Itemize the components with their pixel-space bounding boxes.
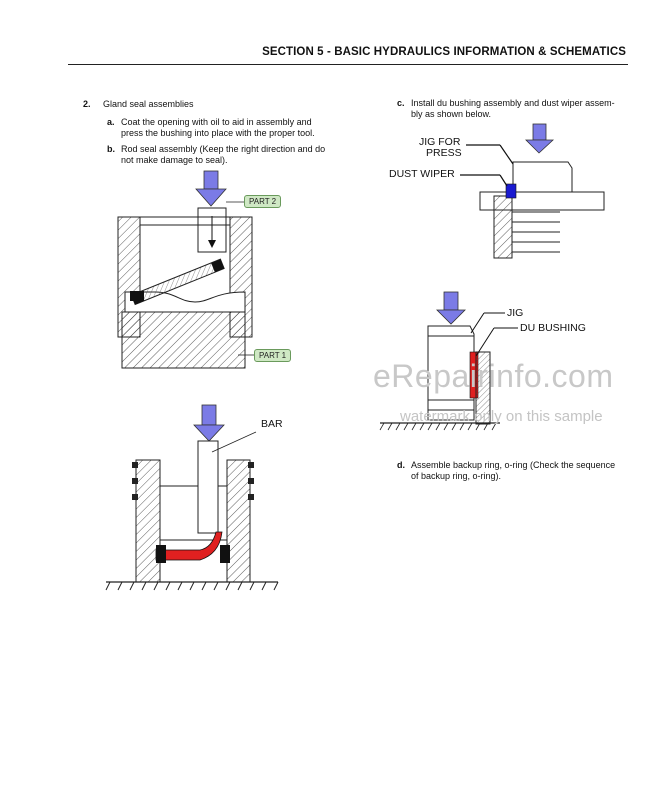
item-b-line1: Rod seal assembly (Keep the right direct… <box>121 144 326 154</box>
item-b-marker: b. <box>107 144 115 154</box>
dust-wiper-label: DUST WIPER <box>389 168 455 180</box>
item-d-line1: Assemble backup ring, o-ring (Check the … <box>411 460 616 470</box>
item-a-marker: a. <box>107 117 115 127</box>
part1-tag: PART 1 <box>254 349 292 362</box>
item-a-line2: press the bushing into place with the pr… <box>121 128 315 138</box>
figure-rod-seal <box>117 170 254 369</box>
item-d-marker: d. <box>397 460 405 470</box>
item-c-line2: bly as shown below. <box>411 109 492 119</box>
jig-for-label: JIG FOR <box>419 136 461 148</box>
press-arrow-icon <box>193 404 225 442</box>
press-label: PRESS <box>426 147 462 159</box>
figure-du-bushing <box>379 291 518 431</box>
item-d-line2: of backup ring, o-ring). <box>411 471 502 481</box>
step-number: 2. <box>83 99 91 109</box>
du-bushing-label: DU BUSHING <box>520 322 586 334</box>
item-c-marker: c. <box>397 98 405 108</box>
press-arrow-icon <box>525 123 555 154</box>
bar-label: BAR <box>261 418 283 430</box>
figure-bar <box>105 404 279 591</box>
watermark-brand: eRepairinfo.com <box>373 358 614 394</box>
item-a-line1: Coat the opening with oil to aid in asse… <box>121 117 312 127</box>
press-arrow-icon <box>195 170 227 207</box>
section-title: SECTION 5 - BASIC HYDRAULICS INFORMATION… <box>262 46 626 58</box>
page-header: SECTION 5 - BASIC HYDRAULICS INFORMATION… <box>68 44 628 65</box>
watermark-note: watermark only on this sample <box>400 408 603 425</box>
step-title: Gland seal assemblies <box>103 99 194 109</box>
press-arrow-icon <box>436 291 466 325</box>
figure-dust-wiper <box>460 123 605 259</box>
part2-tag: PART 2 <box>244 195 282 208</box>
item-c-line1: Install du bushing assembly and dust wip… <box>411 98 615 108</box>
jig-label: JIG <box>507 307 524 319</box>
item-b-line2: not make damage to seal). <box>121 155 228 165</box>
